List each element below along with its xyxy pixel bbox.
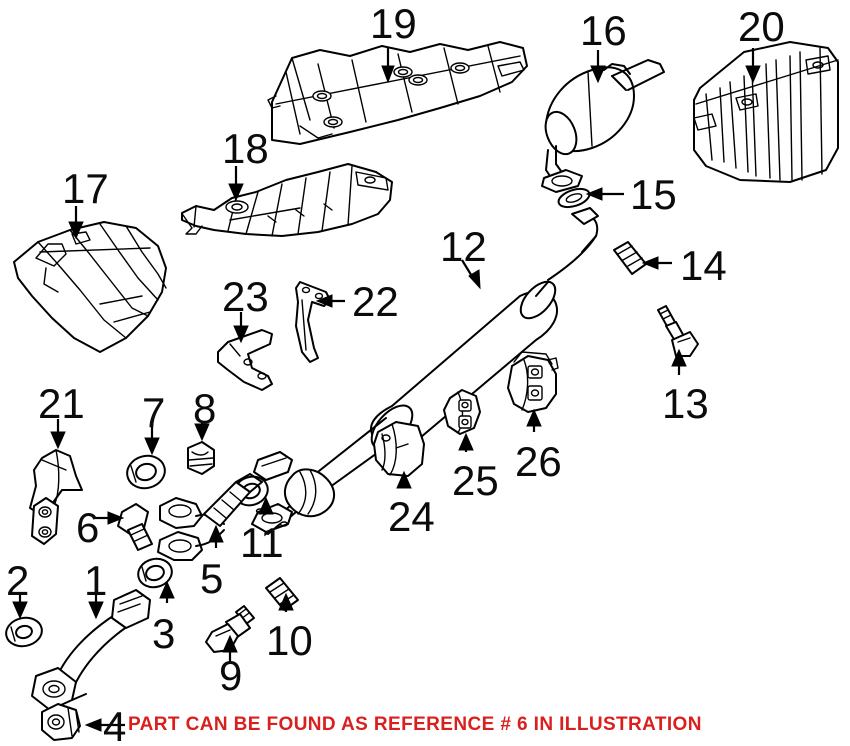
part-17-heat-shield-left — [13, 221, 167, 353]
part-23-hanger-rod-short — [217, 329, 273, 391]
part-5-y-pipe-junction — [157, 473, 263, 561]
callout-number-10: 10 — [266, 617, 313, 664]
callout-number-7: 7 — [142, 389, 166, 436]
callout-leaders — [12, 47, 761, 732]
part-2-gasket-ring — [5, 616, 43, 648]
callout-number-5: 5 — [200, 555, 224, 602]
part-13-stud-bolt — [657, 305, 699, 357]
part-25-rubber-hanger-small — [443, 389, 481, 435]
callout-number-23: 23 — [222, 273, 269, 320]
callout-number-4: 4 — [103, 703, 127, 746]
callout-number-22: 22 — [352, 278, 399, 325]
reference-footnote: PART CAN BE FOUND AS REFERENCE # 6 IN IL… — [128, 714, 702, 735]
part-8-bolt-plug — [187, 441, 215, 475]
part-4-rubber-plug — [41, 703, 81, 741]
part-22-hanger-rod-long — [295, 281, 331, 363]
callout-number-25: 25 — [452, 457, 499, 504]
part-3-mount-grommet — [137, 557, 173, 589]
callout-number-13: 13 — [662, 380, 709, 427]
part-6-flange-bolt — [117, 503, 153, 551]
callout-number-11: 11 — [240, 519, 284, 566]
callout-number-26: 26 — [515, 438, 562, 485]
part-14-spring-sleeve-upper — [613, 241, 647, 275]
callout-number-1: 1 — [84, 557, 108, 604]
part-7-grommet-large — [126, 454, 166, 490]
callout-number-19: 19 — [370, 0, 417, 47]
part-1-front-exhaust-pipe — [31, 589, 151, 711]
callout-number-21: 21 — [38, 380, 85, 427]
callout-number-16: 16 — [580, 7, 627, 54]
callout-number-2: 2 — [6, 557, 30, 604]
callout-number-6: 6 — [76, 504, 100, 551]
callout-number-8: 8 — [193, 385, 217, 432]
part-21-hanger-bracket — [29, 449, 83, 545]
callout-number-20: 20 — [738, 3, 785, 50]
part-26-rubber-hanger-bracket — [507, 351, 559, 413]
callout-number-15: 15 — [630, 171, 677, 218]
callout-number-18: 18 — [222, 125, 269, 172]
callout-number-9: 9 — [219, 652, 243, 699]
callout-number-3: 3 — [152, 610, 176, 657]
callout-number-14: 14 — [680, 242, 727, 289]
part-20-heat-shield-rear — [693, 41, 839, 183]
part-18-heat-shield-mid — [181, 163, 393, 237]
callout-number-17: 17 — [62, 165, 109, 212]
part-24-rubber-hanger-large — [373, 421, 425, 477]
part-16-rear-muffler — [541, 59, 665, 193]
part-19-heat-shield-front — [267, 41, 528, 145]
callout-number-12: 12 — [440, 223, 487, 270]
callout-number-24: 24 — [388, 493, 435, 540]
